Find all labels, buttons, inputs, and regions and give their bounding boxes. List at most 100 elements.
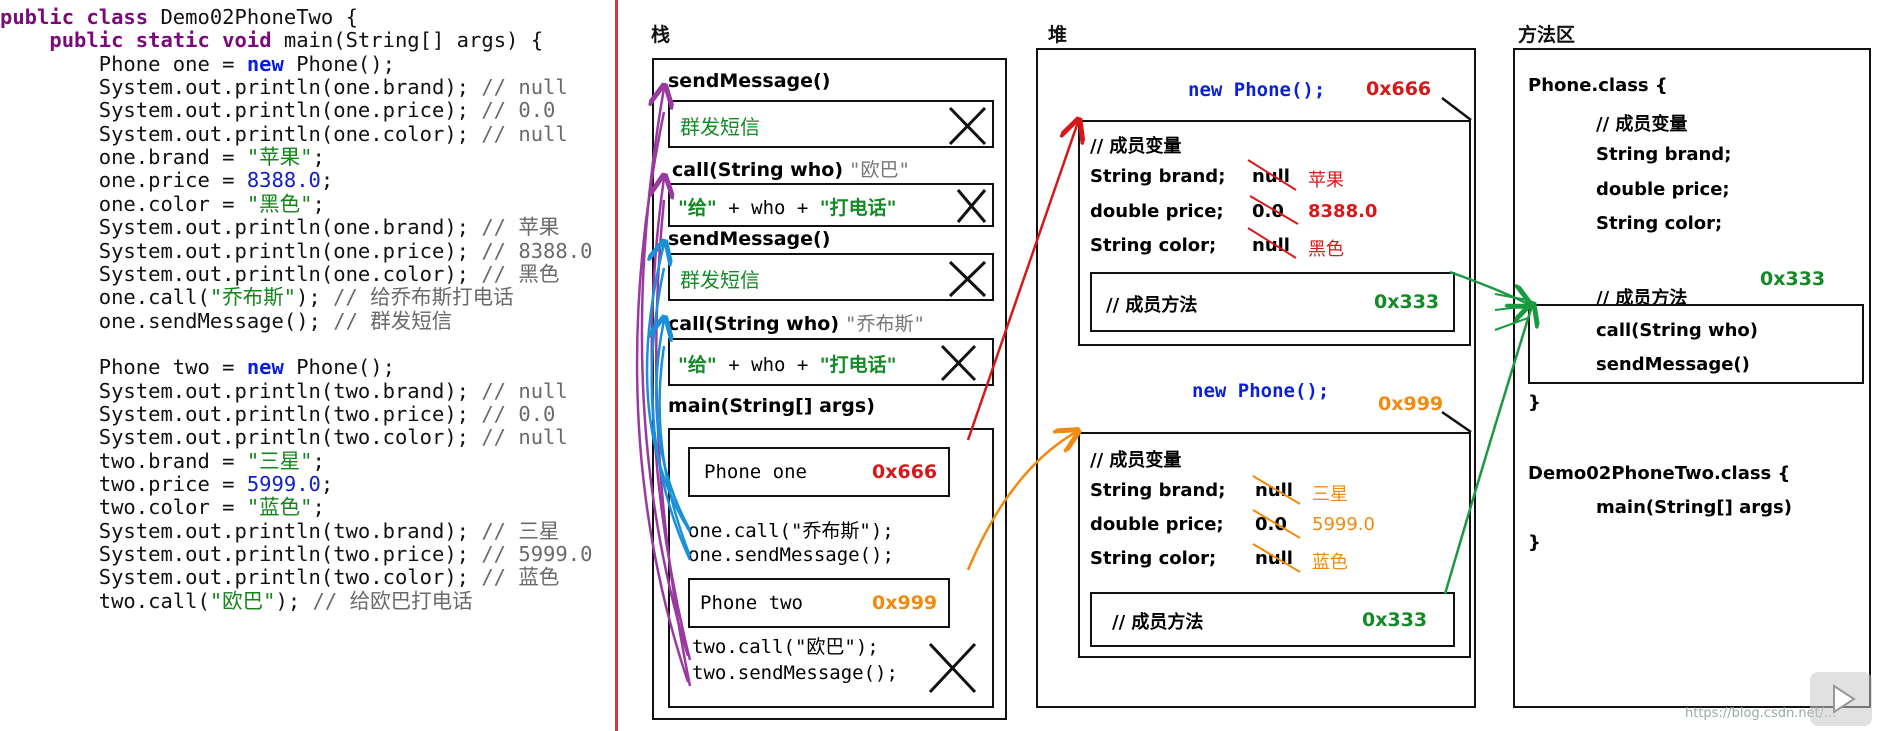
code-line: two.call("欧巴"); // 给欧巴打电话: [0, 587, 473, 615]
code-token: Demo02PhoneTwo {: [160, 5, 358, 29]
code-token: );: [296, 285, 334, 310]
code-token: "黑色": [246, 191, 313, 216]
code-token: // 蓝色: [481, 565, 560, 590]
code-line: System.out.println(two.brand); // null: [0, 377, 568, 405]
code-line: System.out.println(two.price); // 5999.0: [0, 540, 593, 568]
code-token: // null: [481, 425, 568, 450]
obj2-brand-old: null: [1255, 480, 1293, 501]
code-token: two.brand =: [0, 448, 247, 473]
frame-sendmessage-1-name: sendMessage(): [668, 70, 831, 92]
code-line: System.out.println(one.brand); // null: [0, 73, 568, 101]
code-token: "欧巴": [209, 588, 276, 613]
phone-class-close: }: [1528, 392, 1541, 413]
play-button[interactable]: [1810, 672, 1872, 726]
code-token: System.out.println(two.price);: [0, 542, 482, 567]
code-line: one.price = 8388.0;: [0, 166, 334, 194]
obj2-brand-label: String brand;: [1090, 480, 1226, 501]
frame-body: 群发短信: [680, 268, 760, 292]
strike-marks-orange: [1252, 475, 1301, 573]
code-token: System.out.println(two.color);: [0, 425, 482, 450]
frame-call-2-body: "给" + who + "打电话": [678, 354, 897, 376]
heap-title: 堆: [1048, 24, 1068, 46]
code-token: main(String[] args) {: [283, 28, 544, 53]
code-token: "乔布斯": [209, 285, 297, 310]
code-token: // null: [481, 378, 568, 403]
code-token: System.out.println(two.color);: [0, 565, 482, 590]
obj1-color-label: String color;: [1090, 235, 1217, 256]
play-icon: [1833, 684, 1856, 714]
obj1-color-old: null: [1252, 235, 1290, 256]
frame-call-1-name: call(String who): [672, 159, 843, 181]
code-token: public static void: [49, 28, 284, 53]
code-token: new: [246, 51, 297, 76]
code-line: one.sendMessage(); // 群发短信: [0, 307, 453, 335]
code-token: ;: [312, 191, 325, 216]
code-line: Phone two = new Phone();: [0, 353, 395, 381]
obj2-address: 0x999: [1378, 393, 1444, 415]
code-token: // null: [481, 121, 568, 146]
purple-arrows: [635, 88, 692, 687]
code-token: Phone();: [296, 51, 395, 76]
obj2-color-label: String color;: [1090, 548, 1217, 569]
code-line: public static void main(String[] args) {: [0, 26, 543, 54]
class-methods-address: 0x333: [1760, 268, 1826, 290]
class-field-color: String color;: [1596, 213, 1723, 234]
obj2-fields-comment: // 成员变量: [1090, 450, 1182, 471]
code-line: System.out.println(one.color); // 黑色: [0, 260, 560, 288]
obj1-brand-old: null: [1252, 166, 1290, 187]
var-one-label: Phone one: [704, 461, 807, 483]
code-line: one.color = "黑色";: [0, 190, 325, 218]
obj1-new-expr: new Phone();: [1188, 79, 1326, 101]
watermark: https://blog.csdn.net/...: [1685, 706, 1837, 721]
code-line: System.out.println(two.brand); // 三星: [0, 517, 560, 545]
code-token: one.brand =: [0, 145, 247, 170]
method-area-title: 方法区: [1518, 24, 1576, 46]
code-editor: public class Demo02PhoneTwo { public sta…: [0, 0, 625, 731]
obj1-methods-box: // 成员方法 0x333: [1090, 272, 1455, 332]
var-two-box: Phone two 0x999: [688, 578, 950, 628]
x-mark-2: [956, 189, 987, 223]
arrow-obj1-methods: [1449, 270, 1528, 304]
frame-call-2-name: call(String who): [668, 313, 839, 335]
phone-object-2: // 成员变量 String brand; null 三星 double pri…: [1078, 432, 1471, 658]
demo-class-close: }: [1528, 532, 1541, 553]
obj1-fields-comment: // 成员变量: [1090, 136, 1182, 157]
obj1-methods-comment: // 成员方法: [1106, 295, 1198, 316]
code-line: one.brand = "苹果";: [0, 143, 325, 171]
code-token: public class: [0, 5, 161, 29]
obj1-brand-label: String brand;: [1090, 166, 1226, 187]
var-one-address: 0x666: [872, 461, 938, 483]
x-mark-4: [940, 344, 977, 382]
code-token: "三星": [246, 448, 313, 473]
code-token: // 8388.0: [481, 238, 593, 263]
obj1-color-new: 黑色: [1308, 239, 1344, 260]
code-token: System.out.println(one.color);: [0, 261, 482, 286]
obj2-color-new: 蓝色: [1312, 552, 1348, 573]
frame-call-1-body: "给" + who + "打电话": [678, 197, 897, 219]
code-line: public class Demo02PhoneTwo {: [0, 3, 358, 31]
obj2-brand-new: 三星: [1312, 484, 1348, 505]
code-token: System.out.println(two.price);: [0, 401, 482, 426]
var-two-address: 0x999: [872, 592, 938, 614]
frame-body: 群发短信: [680, 115, 760, 139]
code-token: 5999.0: [246, 472, 321, 496]
demo-class-main: main(String[] args): [1596, 497, 1792, 518]
frame-call-2-header: call(String who) "乔布斯": [668, 309, 925, 336]
frame-sendmessage-2: 群发短信: [668, 253, 994, 301]
code-line: two.brand = "三星";: [0, 447, 325, 475]
x-marks: [928, 106, 987, 694]
frame-call-2: "给" + who + "打电话": [668, 338, 994, 386]
phone-class-header: Phone.class {: [1528, 75, 1668, 96]
code-token: ;: [320, 168, 334, 193]
code-line: System.out.println(one.color); // null: [0, 120, 568, 148]
obj2-price-old: 0.0: [1255, 514, 1287, 535]
code-token: System.out.println(one.brand);: [0, 75, 482, 100]
code-token: ;: [312, 448, 325, 473]
code-token: two.color =: [0, 495, 247, 520]
x-mark-5: [928, 642, 977, 694]
code-line: one.call("乔布斯"); // 给乔布斯打电话: [0, 283, 514, 311]
obj2-price-new: 5999.0: [1312, 514, 1375, 535]
code-token: 8388.0: [246, 168, 321, 193]
frame-sendmessage-1: 群发短信: [668, 100, 994, 148]
code-token: System.out.println(two.brand);: [0, 518, 482, 543]
